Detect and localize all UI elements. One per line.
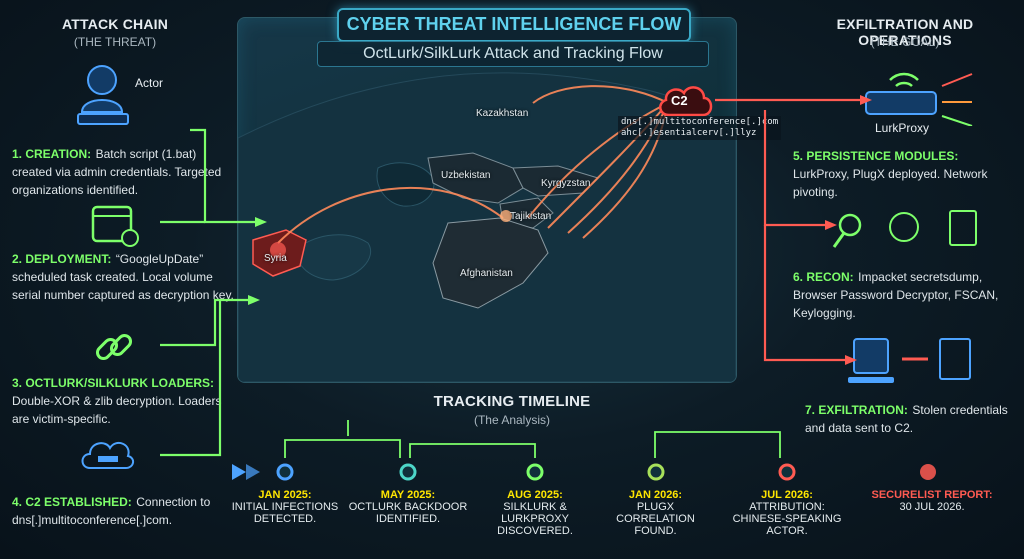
country-label-uzbekistan: Uzbekistan bbox=[441, 170, 491, 181]
event-text: ATTRIBUTION: CHINESE-SPEAKING ACTOR. bbox=[732, 501, 842, 537]
step-deployment: 2. DEPLOYMENT: “GoogleUpDate” scheduled … bbox=[12, 250, 237, 304]
c2-domain-1: dns[.]multitoconference[.]com bbox=[621, 117, 779, 127]
step-c2: 4. C2 ESTABLISHED: Connection to dns[.]m… bbox=[12, 493, 237, 529]
step-title: 5. PERSISTENCE MODULES: bbox=[793, 149, 959, 163]
step-loaders: 3. OCTLURK/SILKLURK LOADERS: Double-XOR … bbox=[12, 374, 237, 428]
uzbekistan-shape bbox=[427, 152, 524, 204]
step-title: 1. CREATION: bbox=[12, 147, 92, 161]
event-text: 30 JUL 2026. bbox=[899, 501, 965, 513]
exfiltration-title: EXFILTRATION AND OPERATIONS bbox=[836, 16, 974, 48]
timeline-event: MAY 2025: OCTLURK BACKDOOR IDENTIFIED. bbox=[348, 489, 468, 525]
timeline-event: SECURELIST REPORT: 30 JUL 2026. bbox=[862, 489, 1002, 513]
event-text: PLUGX CORRELATION FOUND. bbox=[616, 501, 695, 537]
event-date: MAY 2025: bbox=[380, 489, 436, 501]
step-title: 2. DEPLOYMENT: bbox=[12, 252, 112, 266]
step-title: 7. EXFILTRATION: bbox=[805, 403, 908, 417]
event-date: JAN 2025: bbox=[258, 489, 312, 501]
step-exfiltration: 7. EXFILTRATION: Stolen credentials and … bbox=[805, 401, 1020, 437]
timeline-event: AUG 2025: SILKLURK & LURKPROXY DISCOVERE… bbox=[475, 489, 595, 537]
event-date: AUG 2025: bbox=[507, 489, 563, 501]
event-text: INITIAL INFECTIONS DETECTED. bbox=[231, 501, 339, 525]
country-label-kyrgyzstan: Kyrgyzstan bbox=[541, 178, 591, 189]
attack-chain-subtitle: (THE THREAT) bbox=[73, 35, 157, 49]
lurkproxy-label: LurkProxy bbox=[875, 121, 930, 135]
step-text: Impacket secretsdump, Browser Password D… bbox=[793, 270, 999, 320]
step-recon: 6. RECON: Impacket secretsdump, Browser … bbox=[793, 268, 1018, 322]
cloud-server-icon bbox=[78, 432, 138, 481]
country-label-syria: Syria bbox=[264, 253, 287, 264]
attack-chain-title: ATTACK CHAIN bbox=[61, 16, 169, 32]
event-text: OCTLURK BACKDOOR IDENTIFIED. bbox=[348, 501, 468, 525]
country-label-afghanistan: Afghanistan bbox=[460, 268, 513, 279]
step-text: Stolen credentials and data sent to C2. bbox=[805, 403, 1008, 435]
timeline-event: JUL 2026: ATTRIBUTION: CHINESE-SPEAKING … bbox=[727, 489, 847, 537]
actor-label: Actor bbox=[135, 76, 164, 90]
timeline-event: JAN 2026: PLUGX CORRELATION FOUND. bbox=[598, 489, 713, 537]
country-label-tajikistan: Tajikistan bbox=[510, 211, 552, 222]
hacker-icon bbox=[70, 60, 136, 130]
router-icon bbox=[862, 66, 982, 131]
event-date: SECURELIST REPORT: bbox=[871, 489, 993, 501]
recon-tools-icons bbox=[832, 205, 992, 260]
step-title: 6. RECON: bbox=[793, 270, 854, 284]
link-chain-icon bbox=[92, 325, 136, 374]
map-panel: Kazakhstan Uzbekistan Kyrgyzstan Tajikis… bbox=[237, 17, 737, 383]
country-label-kazakhstan: Kazakhstan bbox=[476, 108, 529, 119]
step-text: Double-XOR & zlib decryption. Loaders ar… bbox=[12, 394, 222, 426]
map-graphic bbox=[238, 72, 736, 382]
page-title: CYBER THREAT INTELLIGENCE FLOW bbox=[337, 8, 691, 42]
event-date: JAN 2026: bbox=[628, 489, 683, 501]
step-text: Connection to dns[.]multitoconference[.]… bbox=[12, 495, 211, 527]
document-transfer-icon bbox=[848, 335, 988, 400]
step-text: LurkProxy, PlugX deployed. Network pivot… bbox=[793, 167, 988, 199]
step-persistence: 5. PERSISTENCE MODULES: LurkProxy, PlugX… bbox=[793, 147, 1018, 201]
timeline-title: TRACKING TIMELINE bbox=[433, 393, 591, 410]
step-title: 3. OCTLURK/SILKLURK LOADERS: bbox=[12, 376, 214, 390]
event-text: SILKLURK & LURKPROXY DISCOVERED. bbox=[497, 501, 573, 537]
step-title: 4. C2 ESTABLISHED: bbox=[12, 495, 132, 509]
page-subtitle: OctLurk/SilkLurk Attack and Tracking Flo… bbox=[317, 41, 709, 67]
c2-label: C2 bbox=[671, 93, 688, 108]
c2-cloud-icon: C2 bbox=[655, 77, 715, 121]
step-text: “GoogleUpDate” scheduled task created. L… bbox=[12, 252, 234, 302]
step-creation: 1. CREATION: Batch script (1.bat) create… bbox=[12, 145, 237, 199]
exfiltration-subtitle: (THE GOAL) bbox=[870, 35, 940, 49]
timeline-event: JAN 2025: INITIAL INFECTIONS DETECTED. bbox=[225, 489, 345, 525]
step-text: Batch script (1.bat) created via admin c… bbox=[12, 147, 222, 197]
calendar-icon bbox=[90, 200, 140, 253]
c2-domain-list: dns[.]multitoconference[.]com ahc[.]esen… bbox=[618, 116, 782, 140]
event-date: JUL 2026: bbox=[761, 489, 813, 501]
afghanistan-shape bbox=[432, 217, 549, 309]
timeline-subtitle: (The Analysis) bbox=[473, 413, 551, 427]
c2-domain-2: ahc[.]esentialcerv[.]llyz bbox=[621, 128, 757, 138]
